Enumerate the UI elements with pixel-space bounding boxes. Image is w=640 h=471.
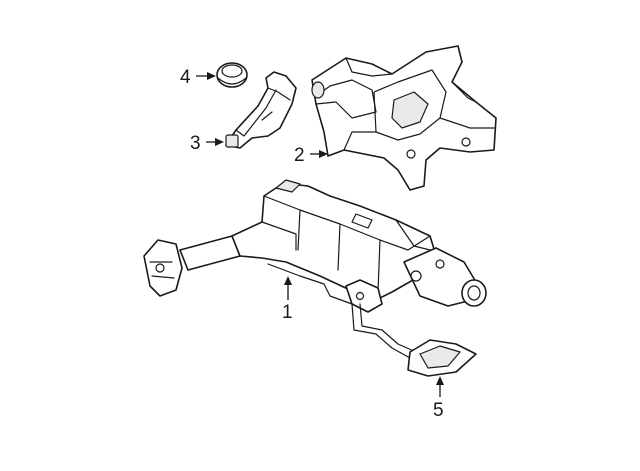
callout-3: 3 [190,133,224,154]
part-5-release-lever [351,303,477,377]
callout-1: 1 [282,276,293,323]
part-2-shroud [311,45,497,191]
callout-label: 3 [190,133,201,154]
callout-label: 5 [433,400,444,421]
callout-5: 5 [433,376,444,421]
callout-4: 4 [180,67,216,88]
part-4-grommet [216,62,248,88]
callout-label: 4 [180,67,191,88]
callout-label: 1 [282,302,293,323]
callout-label: 2 [294,145,305,166]
part-1-steering-column [143,179,487,313]
part-3-bracket [225,71,297,149]
callout-2: 2 [294,145,328,166]
